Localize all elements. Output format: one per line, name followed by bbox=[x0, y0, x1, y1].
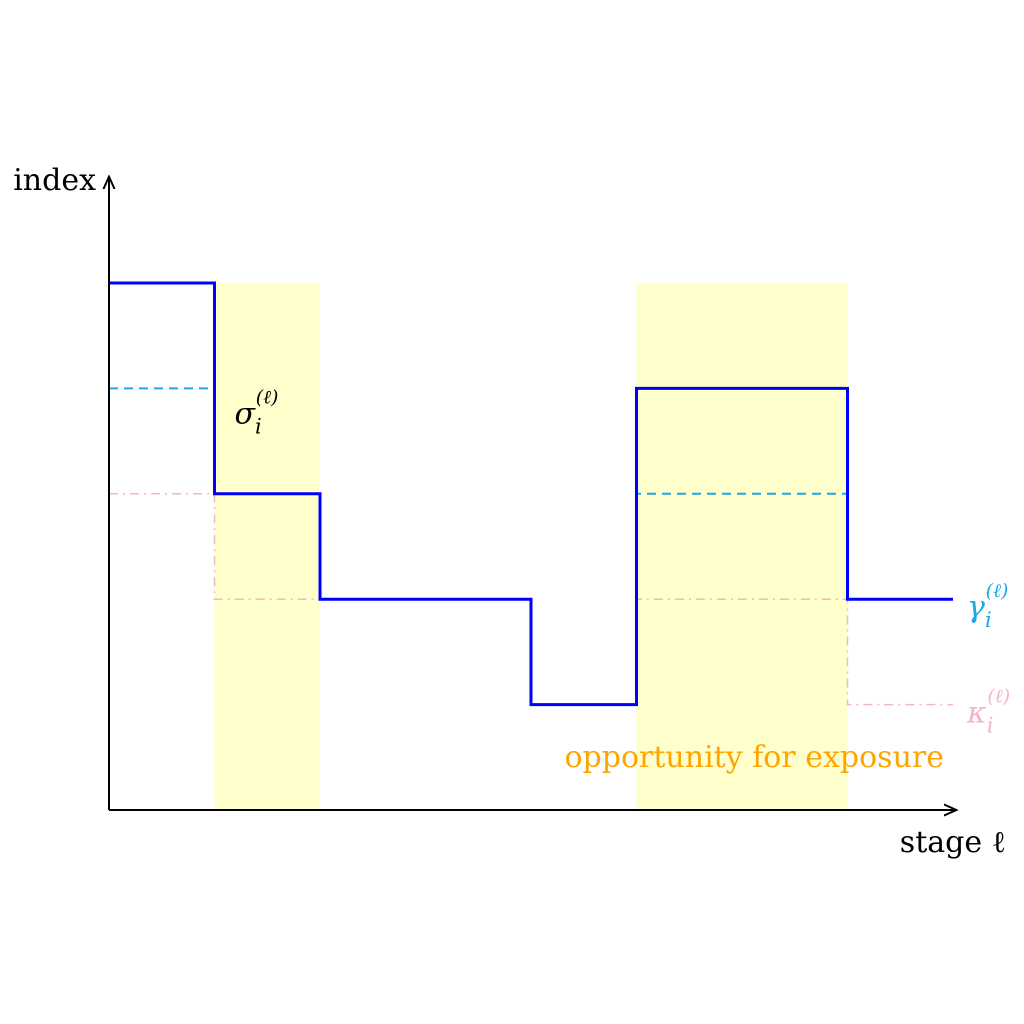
x-axis-label: stage ℓ bbox=[900, 825, 1006, 860]
series-label-gamma: γi(ℓ) bbox=[967, 580, 1008, 632]
series-labels: σi(ℓ) γi(ℓ) κi(ℓ) bbox=[235, 386, 1011, 737]
highlight-region-0 bbox=[214, 283, 320, 810]
series-label-kappa: κi(ℓ) bbox=[966, 686, 1010, 738]
highlight-regions bbox=[214, 283, 848, 810]
series-line-σ bbox=[109, 281, 953, 707]
series-layer bbox=[109, 281, 953, 707]
highlight-region-1 bbox=[636, 283, 848, 810]
series-label-sigma: σi(ℓ) bbox=[235, 386, 279, 438]
highlight-region-label: opportunity for exposure bbox=[565, 740, 945, 775]
y-axis-label: index bbox=[13, 163, 96, 198]
axes bbox=[109, 178, 955, 810]
